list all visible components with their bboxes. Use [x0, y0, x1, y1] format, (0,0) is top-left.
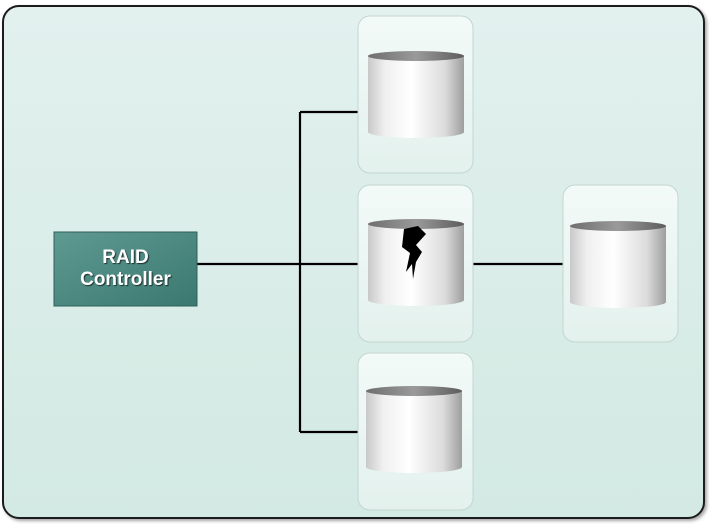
disk-bottom — [366, 386, 462, 473]
background-panel — [2, 5, 705, 519]
crack-icon — [402, 226, 426, 279]
disk-middle — [368, 219, 464, 306]
raid-controller-box — [53, 231, 198, 307]
raid-controller-label: RAID Controller — [54, 232, 197, 306]
disk-top — [368, 51, 464, 138]
disk-spare — [570, 221, 666, 308]
connectors — [197, 110, 572, 434]
controller-label-line2: Controller — [80, 269, 171, 290]
controller-label-line1: RAID — [102, 247, 149, 268]
